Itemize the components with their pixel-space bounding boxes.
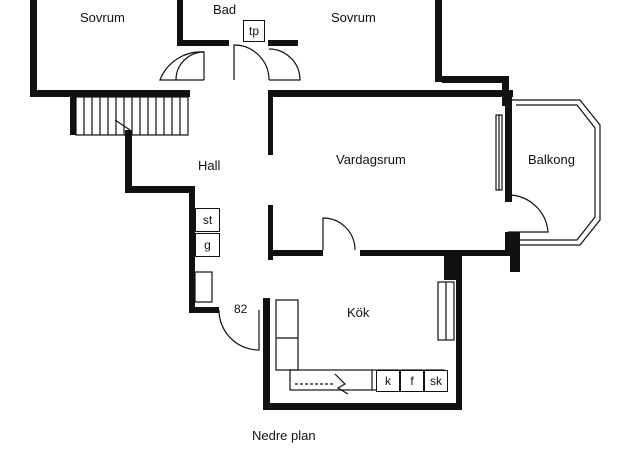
fixture-f: f [400,370,424,392]
walls [30,0,520,410]
room-label-vardagsrum: Vardagsrum [336,152,406,167]
room-label-kok: Kök [347,305,370,320]
fixture-k: k [376,370,400,392]
room-label-hall: Hall [198,158,221,173]
balcony [512,99,601,246]
caption: Nedre plan [252,428,316,443]
fixture-st: st [195,208,220,232]
doors [159,44,549,351]
room-label-sovrum-right: Sovrum [331,10,376,25]
fixture-sk: sk [424,370,448,392]
room-label-sovrum-left: Sovrum [80,10,125,25]
fixture-tp: tp [243,20,265,42]
fixture-g: g [195,233,220,257]
stairs [75,96,189,136]
room-label-bad: Bad [213,2,237,17]
room-label-balkong: Balkong [528,152,575,167]
door-number: 82 [234,302,248,316]
windows [437,114,503,341]
